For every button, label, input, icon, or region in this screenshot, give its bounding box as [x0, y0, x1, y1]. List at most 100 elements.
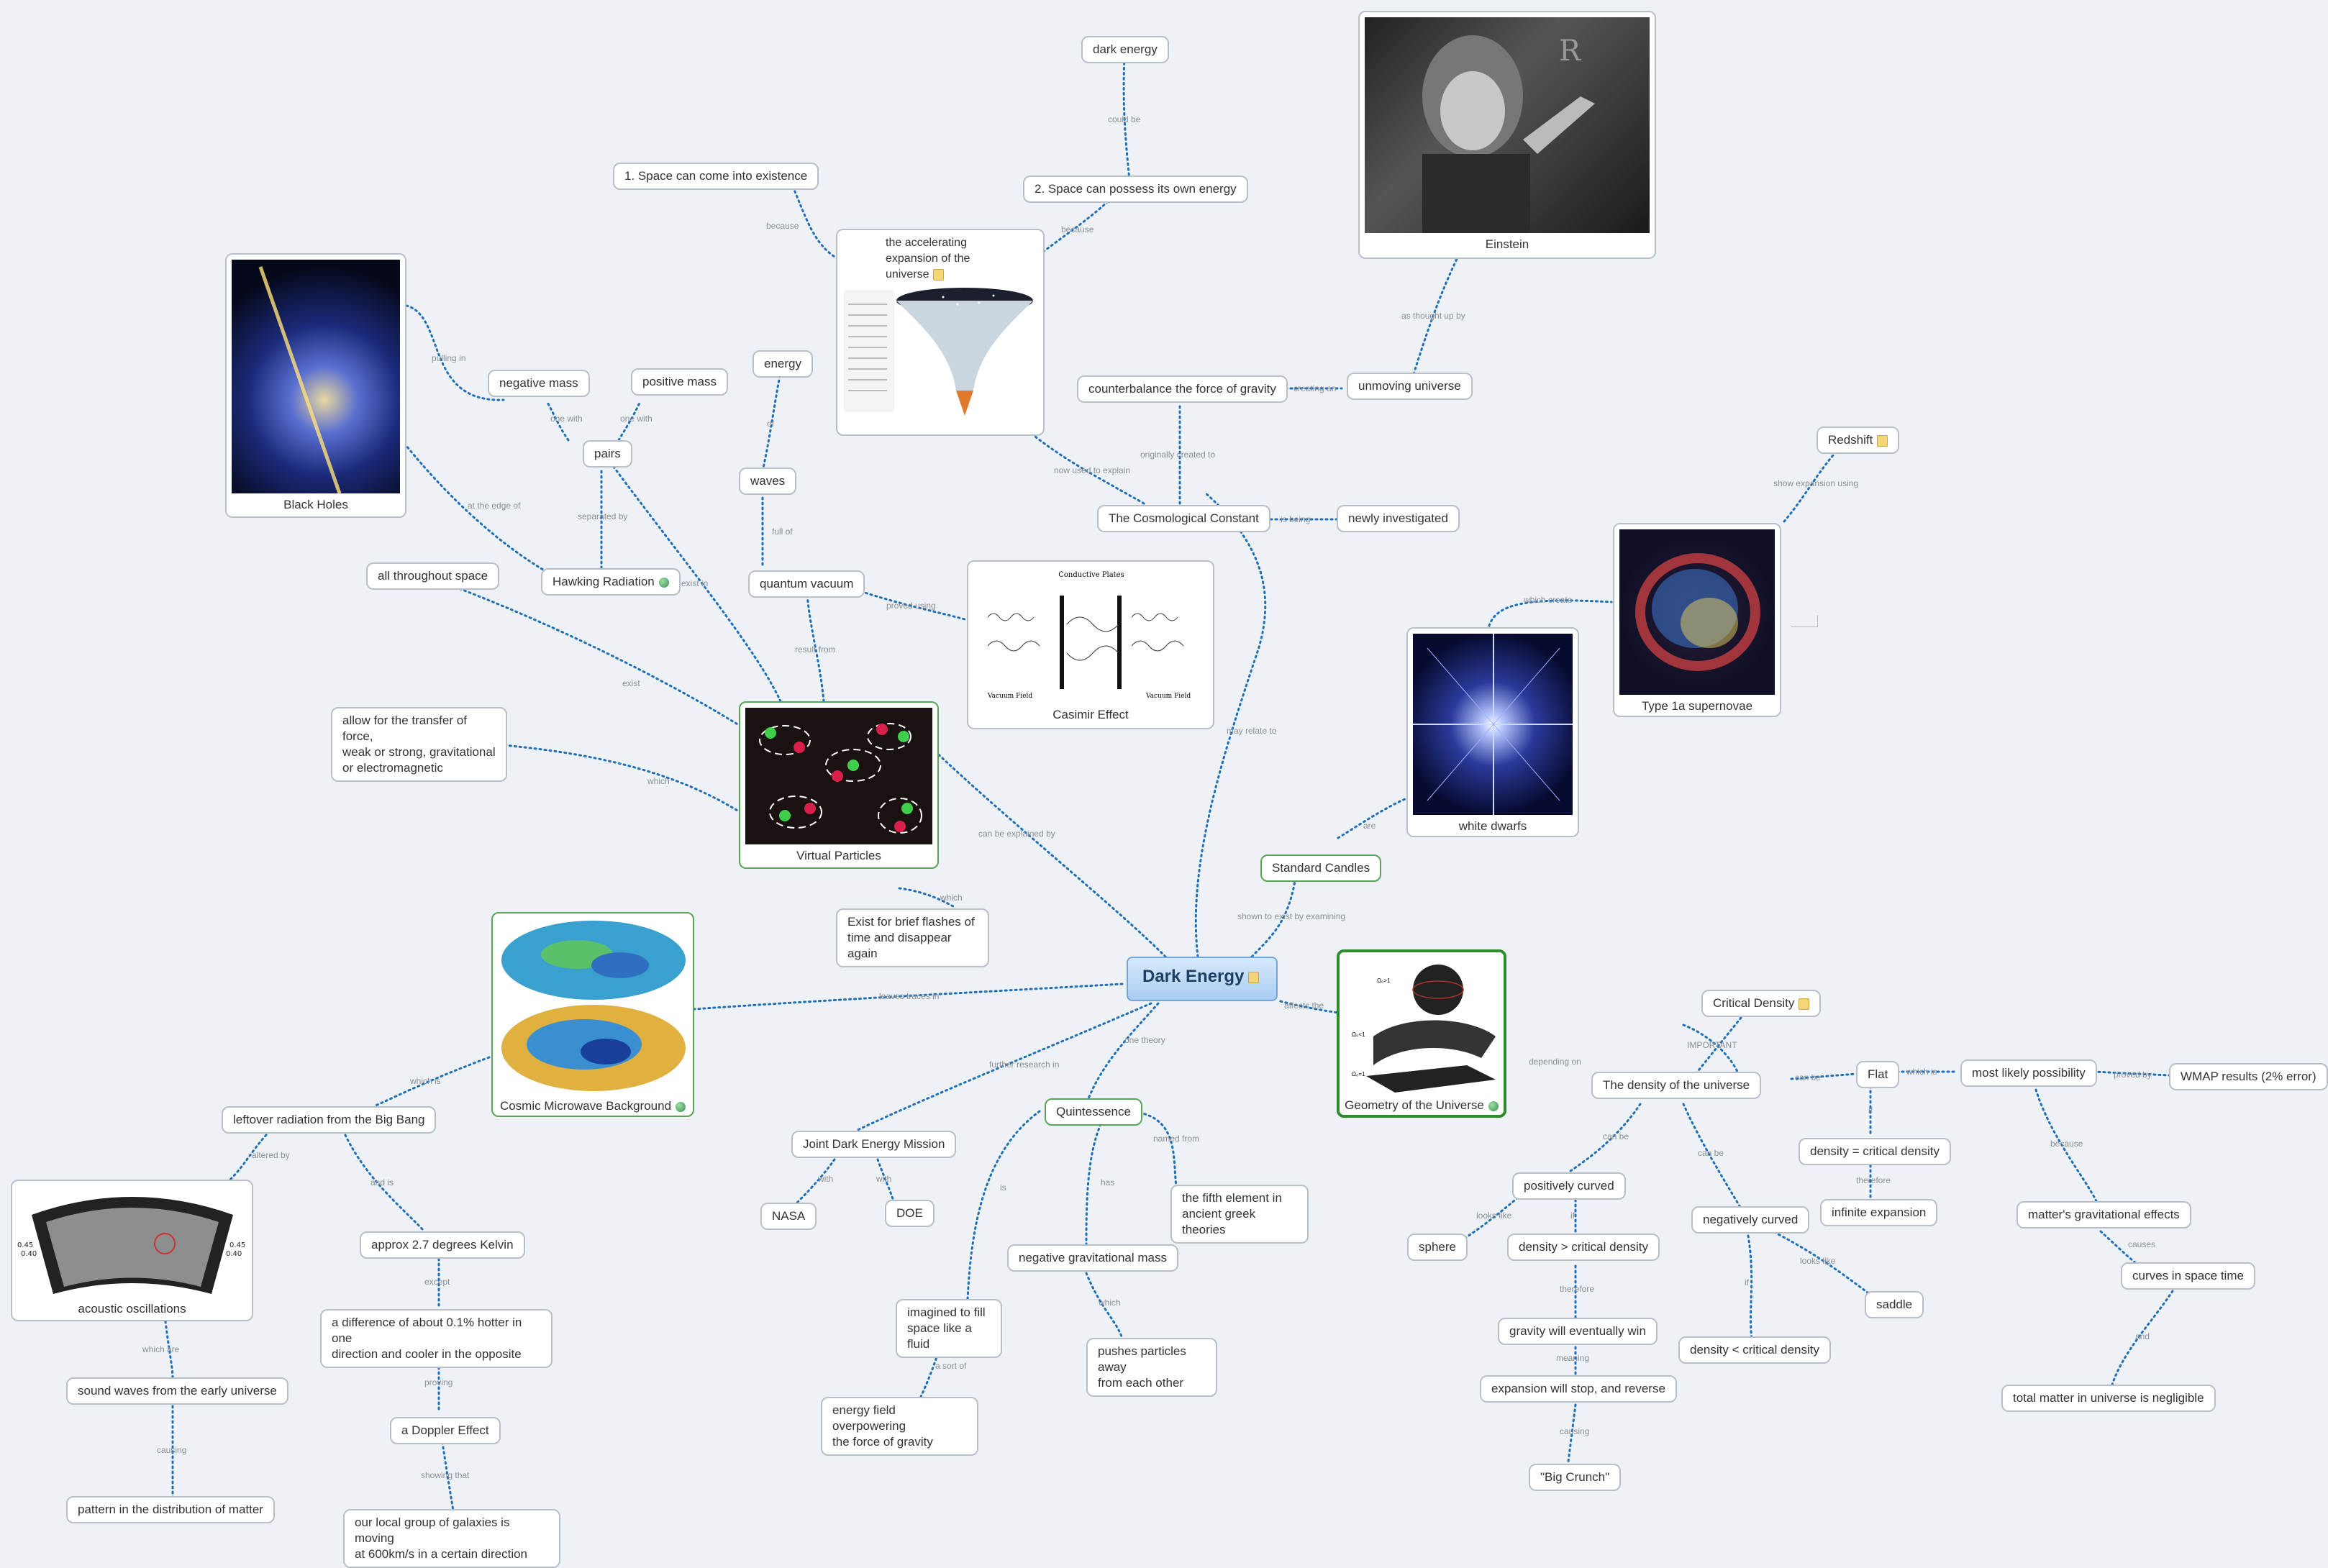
- connector: [1488, 599, 1613, 627]
- collapse-toggle[interactable]: [1791, 615, 1818, 627]
- topic-fifth-element[interactable]: the fifth element in ancient greek theor…: [1170, 1185, 1309, 1244]
- topic-redshift[interactable]: Redshift: [1817, 427, 1900, 454]
- edge-label: which: [940, 893, 963, 903]
- central-topic-label: Dark Energy: [1142, 967, 1245, 986]
- topic-imagined-fluid[interactable]: imagined to fill space like a fluid: [896, 1299, 1002, 1358]
- note-icon[interactable]: [933, 268, 945, 281]
- edge-label: altered by: [252, 1150, 290, 1160]
- edge-label: exist: [622, 678, 640, 688]
- topic-pattern-distribution[interactable]: pattern in the distribution of matter: [66, 1496, 275, 1523]
- topic-most-likely[interactable]: most likely possibility: [1960, 1059, 2097, 1087]
- topic-matter-gravitational[interactable]: matter's gravitational effects: [2016, 1201, 2191, 1229]
- topic-label: pattern in the distribution of matter: [78, 1503, 263, 1516]
- connector: [1790, 1072, 1858, 1080]
- topic-curves-in-spacetime[interactable]: curves in space time: [2121, 1262, 2255, 1290]
- topic-label: approx 2.7 degrees Kelvin: [371, 1238, 514, 1252]
- central-topic-dark-energy[interactable]: Dark Energy: [1127, 957, 1278, 1001]
- topic-einstein[interactable]: R Einstein: [1358, 11, 1656, 259]
- topic-newly-investigated[interactable]: newly investigated: [1337, 505, 1460, 532]
- topic-all-throughout-space[interactable]: all throughout space: [366, 562, 500, 590]
- topic-positively-curved[interactable]: positively curved: [1512, 1172, 1626, 1200]
- topic-accelerating-expansion[interactable]: the accelerating expansion of the univer…: [836, 229, 1045, 436]
- edge-label: is being: [1281, 514, 1310, 524]
- topic-infinite-expansion[interactable]: infinite expansion: [1820, 1199, 1938, 1226]
- connector: [1128, 1110, 1178, 1188]
- topic-expansion-stop[interactable]: expansion will stop, and reverse: [1480, 1375, 1677, 1403]
- topic-virtual-particles[interactable]: Virtual Particles: [739, 701, 939, 869]
- note-icon[interactable]: [1248, 971, 1260, 983]
- topic-label: saddle: [1876, 1298, 1913, 1311]
- edge-label: therefore: [1560, 1284, 1594, 1294]
- axis-tick: 0.40: [226, 1250, 242, 1258]
- topic-energy-field[interactable]: energy field overpowering the force of g…: [821, 1397, 978, 1456]
- topic-acoustic-oscillations[interactable]: 0.45 0.45 0.40 0.40 acoustic oscillation…: [11, 1180, 253, 1321]
- topic-casimir-effect[interactable]: Conductive Plates Vacuum Field Vacuum Fi…: [967, 560, 1214, 729]
- topic-wmap[interactable]: WMAP results (2% error): [2169, 1063, 2328, 1090]
- connector: [898, 887, 955, 908]
- topic-hawking-radiation[interactable]: Hawking Radiation: [541, 568, 681, 596]
- topic-kelvin[interactable]: approx 2.7 degrees Kelvin: [360, 1231, 525, 1259]
- topic-positive-mass[interactable]: positive mass: [631, 368, 728, 396]
- topic-nasa[interactable]: NASA: [760, 1203, 817, 1230]
- topic-label: "Big Crunch": [1540, 1470, 1610, 1484]
- topic-negative-gravitational-mass[interactable]: negative gravitational mass: [1007, 1244, 1179, 1272]
- topic-standard-candles[interactable]: Standard Candles: [1260, 854, 1382, 882]
- topic-space-existence[interactable]: 1. Space can come into existence: [613, 163, 819, 190]
- connector: [1085, 1123, 1102, 1248]
- topic-cmb[interactable]: Cosmic Microwave Background: [491, 912, 694, 1117]
- edge-label: originally created to: [1140, 450, 1215, 460]
- topic-doe[interactable]: DOE: [885, 1200, 935, 1227]
- topic-pushes-particles[interactable]: pushes particles away from each other: [1086, 1338, 1217, 1397]
- note-icon[interactable]: [1877, 434, 1888, 447]
- topic-density-less[interactable]: density < critical density: [1678, 1336, 1831, 1364]
- topic-label: WMAP results (2% error): [2181, 1070, 2316, 1083]
- topic-critical-density[interactable]: Critical Density: [1701, 990, 1822, 1017]
- topic-hotter-cooler[interactable]: a difference of about 0.1% hotter in one…: [320, 1309, 553, 1368]
- topic-flat[interactable]: Flat: [1856, 1061, 1900, 1088]
- topic-counterbalance[interactable]: counterbalance the force of gravity: [1077, 375, 1288, 403]
- topic-total-matter[interactable]: total matter in universe is negligible: [2001, 1385, 2216, 1412]
- topic-unmoving-universe[interactable]: unmoving universe: [1347, 373, 1473, 400]
- topic-space-energy[interactable]: 2. Space can possess its own energy: [1023, 176, 1248, 203]
- topic-density-of-universe[interactable]: The density of the universe: [1591, 1072, 1762, 1099]
- topic-saddle[interactable]: saddle: [1865, 1291, 1924, 1318]
- globe-icon[interactable]: [658, 577, 669, 588]
- topic-doppler-effect[interactable]: a Doppler Effect: [390, 1417, 501, 1444]
- edge-label: one with: [550, 414, 583, 424]
- connector: [806, 592, 825, 703]
- topic-cosmological-constant[interactable]: The Cosmological Constant: [1097, 505, 1270, 532]
- topic-waves[interactable]: waves: [739, 468, 797, 495]
- topic-transfer-of-force[interactable]: allow for the transfer of force, weak or…: [331, 707, 507, 782]
- topic-pairs[interactable]: pairs: [583, 440, 632, 468]
- topic-dark-energy[interactable]: dark energy: [1081, 36, 1169, 63]
- connector: [229, 1134, 268, 1181]
- topic-density-equals[interactable]: density = critical density: [1799, 1138, 1951, 1165]
- topic-geometry-of-universe[interactable]: Ω₀>1 Ω₀<1 Ω₀=1 Geometry of the Universe: [1337, 949, 1506, 1118]
- edge-label: can be: [1603, 1131, 1629, 1141]
- topic-brief-flashes[interactable]: Exist for brief flashes of time and disa…: [836, 908, 989, 967]
- topic-white-dwarfs[interactable]: white dwarfs: [1406, 627, 1579, 837]
- topic-negative-mass[interactable]: negative mass: [488, 370, 590, 397]
- edge-label: show expansion using: [1773, 478, 1858, 488]
- topic-energy[interactable]: energy: [752, 350, 813, 378]
- topic-big-crunch[interactable]: "Big Crunch": [1529, 1464, 1622, 1491]
- topic-sphere[interactable]: sphere: [1407, 1234, 1468, 1261]
- topic-sound-waves[interactable]: sound waves from the early universe: [66, 1377, 288, 1405]
- globe-icon[interactable]: [676, 1101, 686, 1112]
- topic-density-greater[interactable]: density > critical density: [1507, 1234, 1660, 1261]
- topic-label: density < critical density: [1690, 1343, 1819, 1357]
- note-icon[interactable]: [1799, 998, 1810, 1010]
- globe-icon[interactable]: [1488, 1100, 1499, 1111]
- topic-leftover-radiation[interactable]: leftover radiation from the Big Bang: [222, 1106, 437, 1134]
- topic-black-holes[interactable]: Black Holes: [225, 253, 406, 518]
- topic-joint-dark-energy-mission[interactable]: Joint Dark Energy Mission: [791, 1131, 957, 1158]
- topic-negatively-curved[interactable]: negatively curved: [1691, 1206, 1810, 1234]
- topic-local-group[interactable]: our local group of galaxies is moving at…: [343, 1509, 560, 1568]
- topic-gravity-win[interactable]: gravity will eventually win: [1498, 1318, 1658, 1345]
- topic-quintessence[interactable]: Quintessence: [1045, 1098, 1142, 1126]
- edge-label: because: [766, 221, 799, 231]
- topic-type-1a-supernovae[interactable]: Type 1a supernovae: [1613, 523, 1781, 717]
- topic-quantum-vacuum[interactable]: quantum vacuum: [748, 570, 865, 598]
